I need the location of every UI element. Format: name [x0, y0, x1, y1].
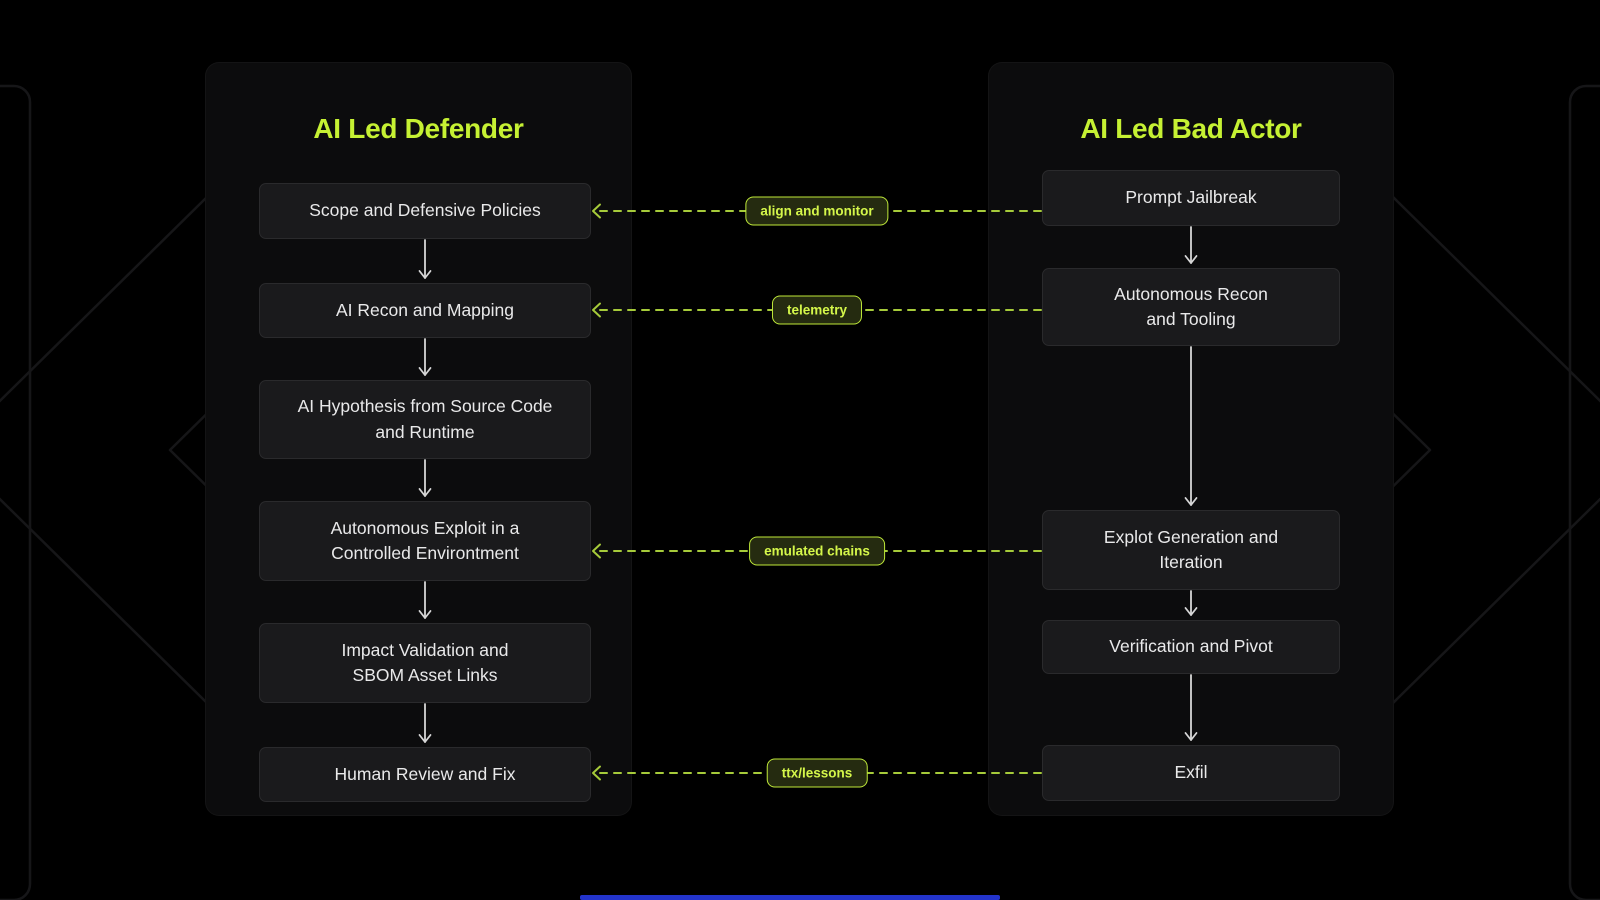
defender-title: AI Led Defender	[313, 113, 524, 145]
dashed-connector-lines	[592, 203, 1043, 781]
connector-label-emulated-chains: emulated chains	[749, 536, 885, 566]
attacker-step-prompt-jailbreak: Prompt Jailbreak	[1042, 170, 1340, 226]
defender-step-ai-recon-mapping: AI Recon and Mapping	[259, 283, 591, 338]
attacker-step-exploit-generation: Explot Generation and Iteration	[1042, 510, 1340, 590]
defender-step-autonomous-exploit: Autonomous Exploit in a Controlled Envir…	[259, 501, 591, 581]
bad-actor-title: AI Led Bad Actor	[1080, 113, 1302, 145]
defender-step-human-review: Human Review and Fix	[259, 747, 591, 802]
connector-label-align-and-monitor: align and monitor	[745, 196, 889, 226]
defender-step-ai-hypothesis: AI Hypothesis from Source Code and Runti…	[259, 380, 591, 459]
attacker-step-exfil: Exfil	[1042, 745, 1340, 801]
bottom-blue-bar	[580, 895, 1000, 900]
connector-label-telemetry: telemetry	[771, 295, 863, 325]
attacker-step-autonomous-recon: Autonomous Recon and Tooling	[1042, 268, 1340, 346]
defender-step-impact-validation: Impact Validation and SBOM Asset Links	[259, 623, 591, 703]
connector-label-ttx-lessons: ttx/lessons	[766, 758, 868, 788]
attacker-step-verification-pivot: Verification and Pivot	[1042, 620, 1340, 674]
defender-step-scope-policies: Scope and Defensive Policies	[259, 183, 591, 239]
